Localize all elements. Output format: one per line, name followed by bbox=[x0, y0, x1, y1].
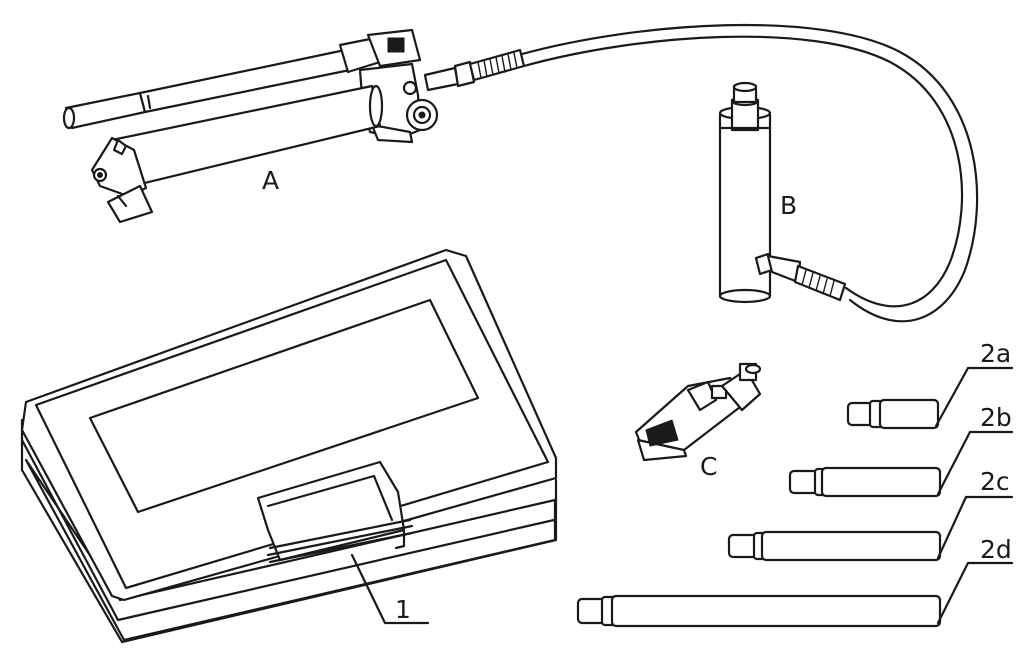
hydraulic-hose bbox=[520, 23, 979, 323]
extension-2a: 2a bbox=[846, 339, 1014, 430]
carry-case: 1 bbox=[20, 248, 558, 644]
label-2a: 2a bbox=[980, 339, 1011, 368]
label-a: A bbox=[262, 166, 279, 195]
extension-2c: 2c bbox=[727, 467, 1014, 562]
extension-2b: 2b bbox=[788, 403, 1014, 498]
leader-2c bbox=[936, 495, 1014, 560]
pump-end-cap bbox=[90, 136, 154, 224]
case-leader-line bbox=[350, 553, 430, 625]
pump-reservoir bbox=[110, 84, 384, 190]
label-2c: 2c bbox=[980, 467, 1010, 496]
leader-2b bbox=[936, 430, 1014, 496]
case-handle bbox=[256, 460, 414, 564]
label-2b: 2b bbox=[980, 403, 1012, 432]
label-1: 1 bbox=[395, 595, 411, 624]
leader-2a bbox=[934, 366, 1014, 428]
hydraulic-ram: B bbox=[718, 81, 847, 304]
hand-pump: A bbox=[62, 28, 526, 224]
leader-2d bbox=[936, 561, 1014, 625]
pump-outlet-fitting bbox=[423, 48, 526, 92]
case-label-window bbox=[88, 298, 480, 514]
label-b: B bbox=[780, 191, 797, 220]
ram-coupler bbox=[754, 252, 847, 302]
label-2d: 2d bbox=[980, 535, 1012, 564]
wedge-spreader: C bbox=[634, 362, 762, 481]
extension-2d: 2d bbox=[576, 535, 1014, 628]
label-c: C bbox=[700, 452, 717, 481]
